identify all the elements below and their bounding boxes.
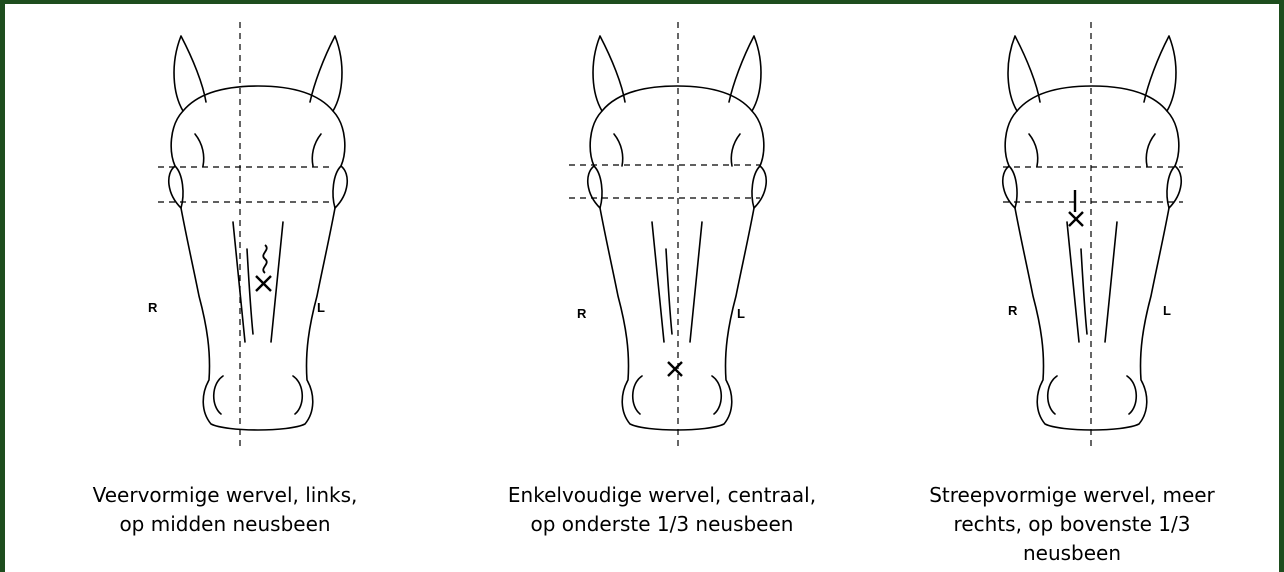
left-nostril bbox=[214, 376, 223, 414]
caption-line: rechts, op bovenste 1/3 bbox=[862, 510, 1282, 539]
caption-line: Veervormige wervel, links, bbox=[15, 481, 435, 510]
right-nostril bbox=[712, 376, 721, 414]
face-line-3 bbox=[1081, 249, 1087, 334]
left-ear bbox=[593, 36, 625, 111]
face-line-2 bbox=[271, 222, 283, 342]
caption-stripe-whorl: Streepvormige wervel, meer rechts, op bo… bbox=[862, 481, 1282, 568]
caption-line: op onderste 1/3 neusbeen bbox=[452, 510, 872, 539]
face-line-1 bbox=[652, 222, 664, 342]
caption-line: Enkelvoudige wervel, centraal, bbox=[452, 481, 872, 510]
panel-feather-whorl: R L Veervormige wervel, links, op midden… bbox=[33, 4, 453, 572]
face-line-3 bbox=[247, 249, 253, 334]
head-outline bbox=[169, 86, 348, 430]
side-label-right: R bbox=[1008, 303, 1017, 318]
side-label-right: R bbox=[577, 306, 586, 321]
side-label-left: L bbox=[737, 306, 745, 321]
side-label-left: L bbox=[317, 300, 325, 315]
caption-line: neusbeen bbox=[862, 539, 1282, 568]
head-outline bbox=[1003, 86, 1182, 430]
left-ear bbox=[174, 36, 206, 111]
horse-head-diagram-2 bbox=[452, 4, 872, 474]
left-brow bbox=[195, 134, 204, 166]
left-brow bbox=[614, 134, 623, 166]
side-label-right: R bbox=[148, 300, 157, 315]
left-nostril bbox=[1048, 376, 1057, 414]
panel-single-whorl: R L Enkelvoudige wervel, centraal, op on… bbox=[452, 4, 872, 572]
face-line-1 bbox=[233, 222, 245, 342]
whorl-marker-stripe bbox=[1069, 190, 1083, 226]
right-ear bbox=[310, 36, 342, 111]
whorl-marker-single bbox=[668, 362, 682, 376]
left-nostril bbox=[633, 376, 642, 414]
horse-head-diagram-1 bbox=[33, 4, 453, 474]
right-brow bbox=[731, 134, 740, 166]
side-label-left: L bbox=[1163, 303, 1171, 318]
left-brow bbox=[1029, 134, 1038, 166]
caption-line: op midden neusbeen bbox=[15, 510, 435, 539]
right-brow bbox=[1146, 134, 1155, 166]
face-line-2 bbox=[690, 222, 702, 342]
right-brow bbox=[312, 134, 321, 166]
caption-feather-whorl: Veervormige wervel, links, op midden neu… bbox=[15, 481, 435, 539]
whorl-marker-feather bbox=[256, 245, 271, 291]
head-outline bbox=[588, 86, 767, 430]
horse-head-diagram-3 bbox=[867, 4, 1284, 474]
right-ear bbox=[1144, 36, 1176, 111]
right-ear bbox=[729, 36, 761, 111]
caption-single-whorl: Enkelvoudige wervel, centraal, op onders… bbox=[452, 481, 872, 539]
panel-stripe-whorl: R L Streepvormige wervel, meer rechts, o… bbox=[867, 4, 1284, 572]
left-ear bbox=[1008, 36, 1040, 111]
caption-line: Streepvormige wervel, meer bbox=[862, 481, 1282, 510]
right-nostril bbox=[293, 376, 302, 414]
right-nostril bbox=[1127, 376, 1136, 414]
face-line-2 bbox=[1105, 222, 1117, 342]
face-line-3 bbox=[666, 249, 672, 334]
face-line-1 bbox=[1067, 222, 1079, 342]
